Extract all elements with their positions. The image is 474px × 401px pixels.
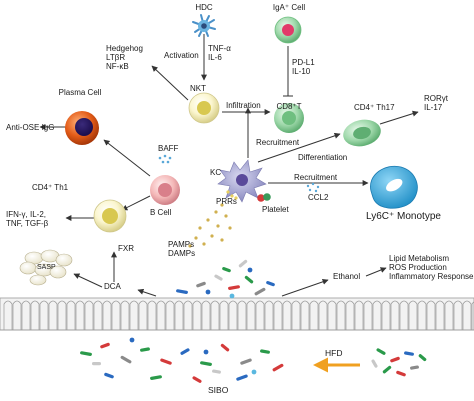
- label-pdl1-1: PD-L1: [292, 58, 315, 67]
- arrow-dca-to-sasp: [73, 273, 103, 288]
- cell-label-cd8: CD8⁺T: [276, 102, 302, 111]
- label-ifn: IFN-γ, IL-2, TNF, TGF-β: [6, 210, 48, 228]
- label-outcomes: Lipid Metabolism ROS Production Inflamma…: [389, 254, 473, 281]
- label-baff: BAFF: [158, 144, 179, 153]
- label-hedgehog-2: LTβR: [106, 53, 126, 62]
- cd8-cell-icon: [274, 103, 304, 133]
- label-ethanol: Ethanol: [333, 272, 361, 281]
- platelet-icon: [257, 193, 271, 202]
- cell-label-iga: IgA⁺ Cell: [272, 3, 306, 12]
- arrow-differentiation: [257, 132, 341, 163]
- label-ccl2: CCL2: [308, 193, 329, 202]
- label-recruitment-right: Recruitment: [294, 173, 338, 182]
- pamps-stream: [188, 203, 232, 248]
- label-hedgehog-3: NF-κB: [106, 62, 129, 71]
- th1-cell-icon: [93, 199, 127, 233]
- nkt-cell-icon: [188, 92, 220, 124]
- sasp-cluster-icon: [19, 249, 73, 286]
- b-cell-icon: [150, 175, 180, 205]
- monocyte-icon: [370, 165, 418, 209]
- plasma-cell-icon: [65, 111, 99, 145]
- cell-label-platelet: Platelet: [262, 205, 289, 214]
- label-recruitment-up: Recruitment: [256, 138, 300, 147]
- label-activation: Activation: [164, 51, 199, 60]
- label-prrs: PRRs: [216, 197, 237, 206]
- label-fxr: FXR: [118, 244, 134, 253]
- label-pdl1: PD-L1 IL-10: [292, 58, 315, 76]
- label-anti-ose: Anti-OSE IgG: [6, 123, 55, 132]
- baff-particles: [158, 154, 172, 164]
- iga-cell-icon: [274, 16, 302, 44]
- label-hedgehog: Hedgehog LTβR NF-κB: [106, 44, 143, 71]
- cell-label-nkt: NKT: [190, 84, 206, 93]
- label-ifn-2: TNF, TGF-β: [6, 219, 49, 228]
- label-outcomes-2: ROS Production: [389, 263, 447, 272]
- label-infiltration: Infiltration: [226, 101, 261, 110]
- kupffer-cell-icon: [217, 159, 267, 203]
- th17-cell-icon: [343, 119, 381, 147]
- cell-label-hdc: HDC: [195, 3, 213, 12]
- cell-label-ly6c: Ly6C⁺ Monotype: [366, 211, 441, 222]
- label-hfd: HFD: [325, 348, 343, 358]
- label-differentiation: Differentiation: [298, 153, 348, 162]
- arrow-ethanol-to-outcomes: [365, 267, 387, 277]
- label-sibo: SIBO: [208, 385, 229, 395]
- label-tnf-2: IL-6: [208, 53, 222, 62]
- label-hedgehog-1: Hedgehog: [106, 44, 143, 53]
- arrow-bcell-to-th1: [121, 195, 151, 211]
- label-rorgt: RORγt IL-17: [424, 94, 448, 112]
- label-ifn-1: IFN-γ, IL-2,: [6, 210, 47, 219]
- hdc-dendritic-icon: [192, 14, 216, 37]
- label-outcomes-1: Lipid Metabolism: [389, 254, 450, 263]
- ccl2-particles: [306, 182, 320, 193]
- label-tnf: TNF-α IL-6: [208, 44, 231, 62]
- arrow-gut-to-ethanol: [281, 278, 329, 297]
- cell-label-th1: CD4⁺ Th1: [32, 183, 69, 192]
- arrow-th17-to-rorgt: [379, 110, 419, 125]
- arrow-nkt-to-hedgehog: [151, 65, 189, 101]
- label-dca: DCA: [104, 282, 121, 291]
- pathway-arrows: [39, 34, 419, 297]
- label-pdl1-2: IL-10: [292, 67, 311, 76]
- label-tnf-1: TNF-α: [208, 44, 231, 53]
- cell-label-sasp: SASP: [37, 264, 56, 271]
- label-pamps-1: PAMPs: [168, 240, 195, 249]
- cell-label-th17: CD4⁺ Th17: [354, 103, 395, 112]
- arrow-gut-to-dca: [137, 288, 157, 297]
- cell-label-bcell: B Cell: [150, 208, 172, 217]
- label-rorgt-2: IL-17: [424, 103, 443, 112]
- label-pamps: PAMPs DAMPs: [168, 240, 195, 258]
- epithelium-icon: [0, 297, 474, 331]
- cell-label-plasma: Plasma Cell: [58, 88, 102, 97]
- bacteria-icon: [80, 259, 427, 383]
- label-rorgt-1: RORγt: [424, 94, 448, 103]
- label-outcomes-3: Inflammatory Response: [389, 272, 474, 281]
- cell-label-kc: KC: [210, 168, 222, 177]
- label-pamps-2: DAMPs: [168, 249, 196, 258]
- arrow-bcell-to-plasma: [103, 139, 151, 177]
